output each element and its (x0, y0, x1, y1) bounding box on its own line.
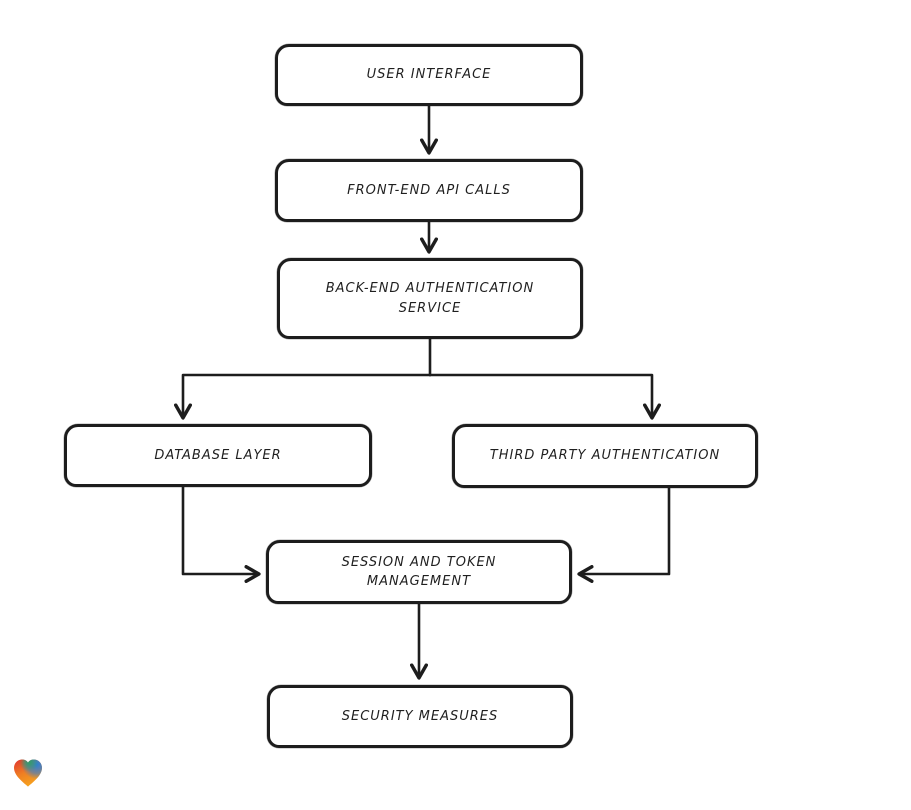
node-database-layer-label: DATABASE LAYER (154, 447, 282, 463)
node-security-measures[interactable]: SECURITY MEASURES (267, 685, 573, 748)
node-session-and-token-management-label: SESSION AND TOKEN MANAGEMENT (341, 554, 497, 590)
node-security-measures-label: SECURITY MEASURES (341, 708, 499, 724)
node-third-party-authentication-label: THIRD PARTY AUTHENTICATION (489, 448, 721, 464)
node-user-interface[interactable]: USER INTERFACE (275, 44, 583, 106)
edge-database-to-session (181, 485, 261, 584)
node-user-interface-label: USER INTERFACE (366, 67, 492, 83)
node-database-layer[interactable]: DATABASE LAYER (64, 424, 372, 487)
node-session-and-token-management[interactable]: SESSION AND TOKEN MANAGEMENT (266, 540, 572, 604)
edge-thirdparty-to-session (577, 486, 671, 584)
node-back-end-authentication-service-label: BACK-END AUTHENTICATION SERVICE (325, 281, 535, 316)
edge-backend-to-thirdparty (428, 373, 662, 420)
node-third-party-authentication[interactable]: THIRD PARTY AUTHENTICATION (452, 424, 758, 488)
node-back-end-authentication-service[interactable]: BACK-END AUTHENTICATION SERVICE (277, 258, 583, 339)
edge-backend-to-database (173, 373, 432, 420)
node-front-end-api-calls[interactable]: FRONT-END API CALLS (275, 159, 583, 222)
heart-logo (14, 759, 42, 787)
node-front-end-api-calls-label: FRONT-END API CALLS (347, 182, 511, 198)
